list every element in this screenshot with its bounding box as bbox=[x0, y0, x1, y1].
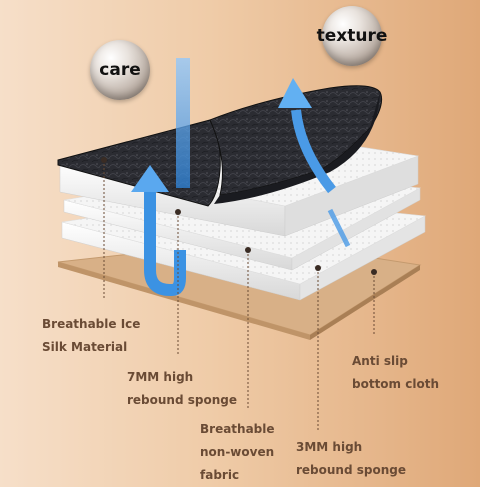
care-badge-label: care bbox=[99, 60, 141, 80]
label-ice-silk-line1: Breathable Ice bbox=[42, 317, 141, 331]
label-sponge-3mm-line2: rebound sponge bbox=[296, 463, 406, 477]
label-anti-slip-line2: bottom cloth bbox=[352, 377, 439, 391]
label-anti-slip: Anti slip bottom cloth bbox=[352, 350, 439, 396]
label-sponge-3mm-line1: 3MM high bbox=[296, 440, 363, 454]
label-non-woven-line3: fabric bbox=[200, 468, 240, 482]
label-sponge-7mm-line2: rebound sponge bbox=[127, 393, 237, 407]
label-ice-silk-line2: Silk Material bbox=[42, 340, 128, 354]
leader-lines bbox=[103, 160, 375, 430]
label-non-woven: Breathable non-woven fabric bbox=[200, 418, 275, 487]
label-anti-slip-line1: Anti slip bbox=[352, 354, 408, 368]
care-badge: care bbox=[90, 40, 150, 100]
label-sponge-3mm: 3MM high rebound sponge bbox=[296, 436, 406, 482]
texture-badge: texture bbox=[317, 6, 387, 66]
label-non-woven-line1: Breathable bbox=[200, 422, 275, 436]
label-sponge-7mm-line1: 7MM high bbox=[127, 370, 194, 384]
label-non-woven-line2: non-woven bbox=[200, 445, 275, 459]
arrow-down-icon bbox=[176, 58, 190, 188]
arrow-up-curve-icon bbox=[131, 165, 186, 296]
arrow-up-icon bbox=[278, 78, 351, 248]
texture-badge-label: texture bbox=[316, 26, 388, 46]
label-sponge-7mm: 7MM high rebound sponge bbox=[127, 366, 237, 412]
leader-dots bbox=[101, 157, 377, 275]
label-ice-silk: Breathable Ice Silk Material bbox=[42, 313, 140, 359]
